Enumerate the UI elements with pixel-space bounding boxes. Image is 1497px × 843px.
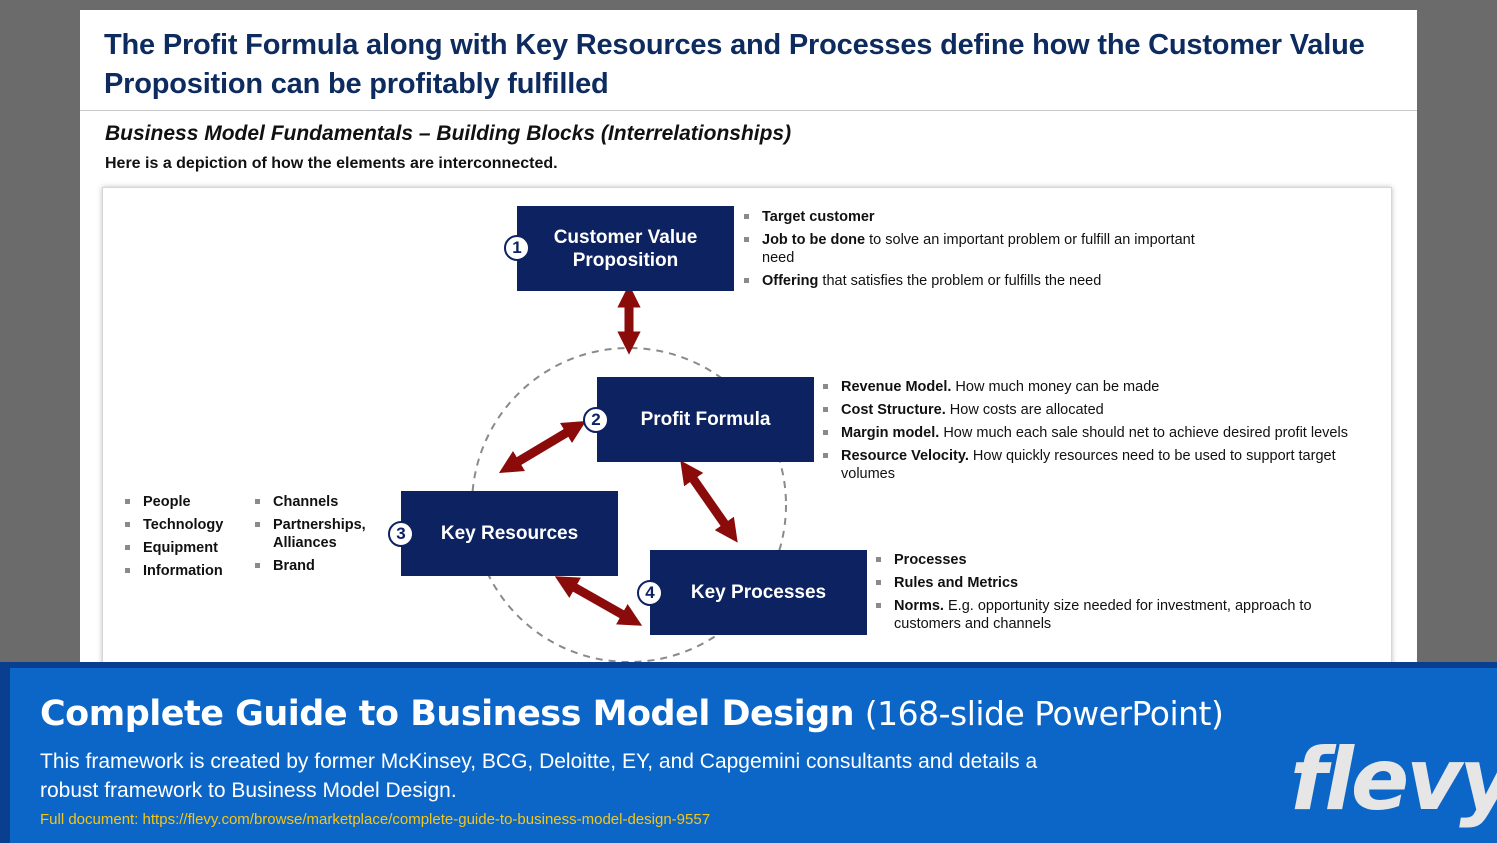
footer-title-light: (168-slide PowerPoint) (864, 694, 1224, 733)
list-item: Brand (253, 557, 378, 575)
flevy-logo: flevy (1290, 730, 1497, 830)
block-number-3: 3 (388, 521, 414, 547)
intro-text: Here is a depiction of how the elements … (105, 155, 558, 172)
title-divider (80, 110, 1417, 111)
footer-document-link[interactable]: Full document: https://flevy.com/browse/… (40, 811, 711, 828)
resources-bullets-col1: People Technology Equipment Information (123, 493, 243, 585)
list-item: Information (123, 562, 243, 580)
block-number-4: 4 (637, 580, 663, 606)
profit-formula-label: Profit Formula (640, 409, 771, 430)
footer-title: Complete Guide to Business Model Design … (40, 694, 1224, 734)
footer-panel: Complete Guide to Business Model Design … (10, 668, 1497, 843)
slide-title: The Profit Formula along with Key Resour… (104, 29, 1365, 100)
cvp-bullets: Target customer Job to be done to solve … (742, 208, 1222, 295)
list-item: Margin model. How much each sale should … (821, 424, 1381, 442)
cvp-label-line2: Proposition (572, 249, 679, 271)
processes-bullets: Processes Rules and Metrics Norms. E.g. … (874, 551, 1354, 638)
list-item: Target customer (742, 208, 1222, 226)
list-item: Norms. E.g. opportunity size needed for … (874, 597, 1354, 633)
list-item: Resource Velocity. How quickly resources… (821, 447, 1381, 483)
block-number-1: 1 (504, 235, 530, 261)
key-resources-box: Key Resources (401, 491, 618, 576)
footer-title-bold: Complete Guide to Business Model Design (40, 694, 855, 734)
profit-formula-box: Profit Formula (597, 377, 814, 462)
slide-subtitle: Business Model Fundamentals – Building B… (105, 122, 792, 145)
list-item: Processes (874, 551, 1354, 569)
cvp-label-line1: Customer Value (553, 226, 698, 248)
list-item: Channels (253, 493, 378, 511)
footer-description: This framework is created by former McKi… (40, 750, 1038, 802)
resources-bullets-col2: Channels Partnerships, Alliances Brand (253, 493, 378, 580)
list-item: Rules and Metrics (874, 574, 1354, 592)
key-processes-box: Key Processes (650, 550, 867, 635)
key-resources-label: Key Resources (440, 523, 579, 544)
profit-formula-bullets: Revenue Model. How much money can be mad… (821, 378, 1381, 488)
list-item: People (123, 493, 243, 511)
list-item: Partnerships, Alliances (253, 516, 378, 552)
list-item: Offering that satisfies the problem or f… (742, 272, 1222, 290)
footer-banner: Complete Guide to Business Model Design … (0, 662, 1497, 843)
customer-value-proposition-box: Customer Value Proposition (517, 206, 734, 291)
list-item: Cost Structure. How costs are allocated (821, 401, 1381, 419)
key-processes-label: Key Processes (690, 582, 827, 603)
list-item: Equipment (123, 539, 243, 557)
list-item: Revenue Model. How much money can be mad… (821, 378, 1381, 396)
block-number-2: 2 (583, 407, 609, 433)
list-item: Technology (123, 516, 243, 534)
list-item: Job to be done to solve an important pro… (742, 231, 1222, 267)
slide: The Profit Formula along with Key Resour… (80, 10, 1417, 689)
